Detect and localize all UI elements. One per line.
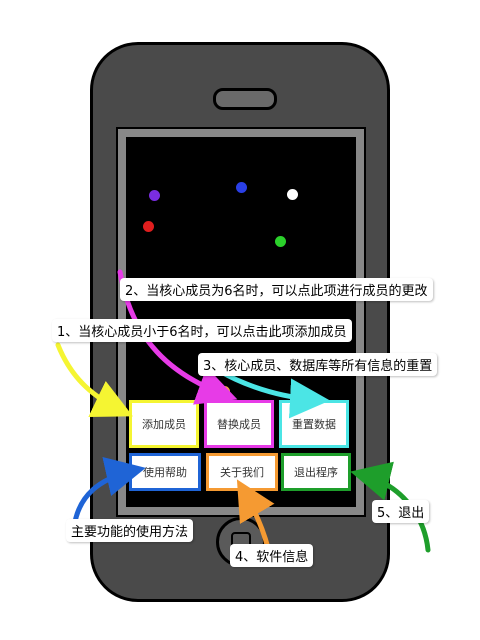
- annotation-exit: 5、退出: [372, 500, 430, 523]
- arrow-usage: [71, 456, 146, 531]
- member-dot-white: [287, 189, 298, 200]
- speaker-slot: [213, 88, 277, 110]
- member-dot-blue: [236, 182, 247, 193]
- replace-member-button[interactable]: 替换成员: [204, 400, 274, 448]
- member-dot-red: [143, 221, 154, 232]
- exit-button[interactable]: 退出程序: [281, 453, 351, 491]
- annotation-replace: 2、当核心成员为6名时，可以点此项进行成员的更改: [120, 278, 433, 301]
- member-dot-green: [275, 236, 286, 247]
- arrow-about: [236, 479, 275, 551]
- add-member-button[interactable]: 添加成员: [129, 400, 199, 448]
- member-dot-purple: [149, 190, 160, 201]
- annotation-usage: 主要功能的使用方法: [66, 519, 194, 542]
- arrow-add: [55, 342, 134, 417]
- annotation-reset: 3、核心成员、数据库等所有信息的重置: [198, 353, 438, 376]
- annotation-add: 1、当核心成员小于6名时，可以点击此项添加成员: [52, 319, 352, 342]
- annotation-about: 4、软件信息: [230, 544, 314, 567]
